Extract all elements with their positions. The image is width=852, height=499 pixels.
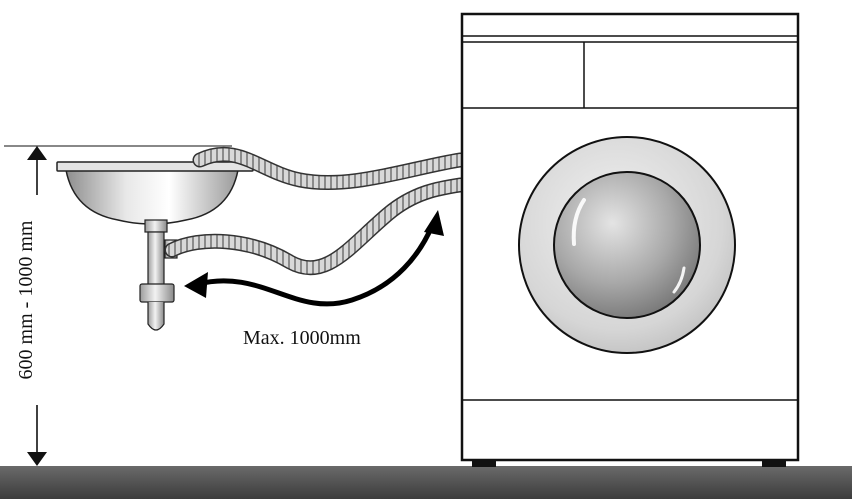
- drain-hose-upper: [192, 147, 468, 191]
- sink-basin: [56, 161, 254, 225]
- sink-drain-trap: [139, 219, 178, 331]
- floor: [0, 466, 852, 499]
- height-range-label: 600 mm - 1000 mm: [15, 220, 37, 379]
- machine-door: [518, 136, 736, 354]
- max-length-arrow: [184, 210, 444, 307]
- drain-hose-lower: [164, 177, 468, 276]
- height-dimension: [4, 145, 232, 466]
- max-length-label: Max. 1000mm: [243, 327, 361, 349]
